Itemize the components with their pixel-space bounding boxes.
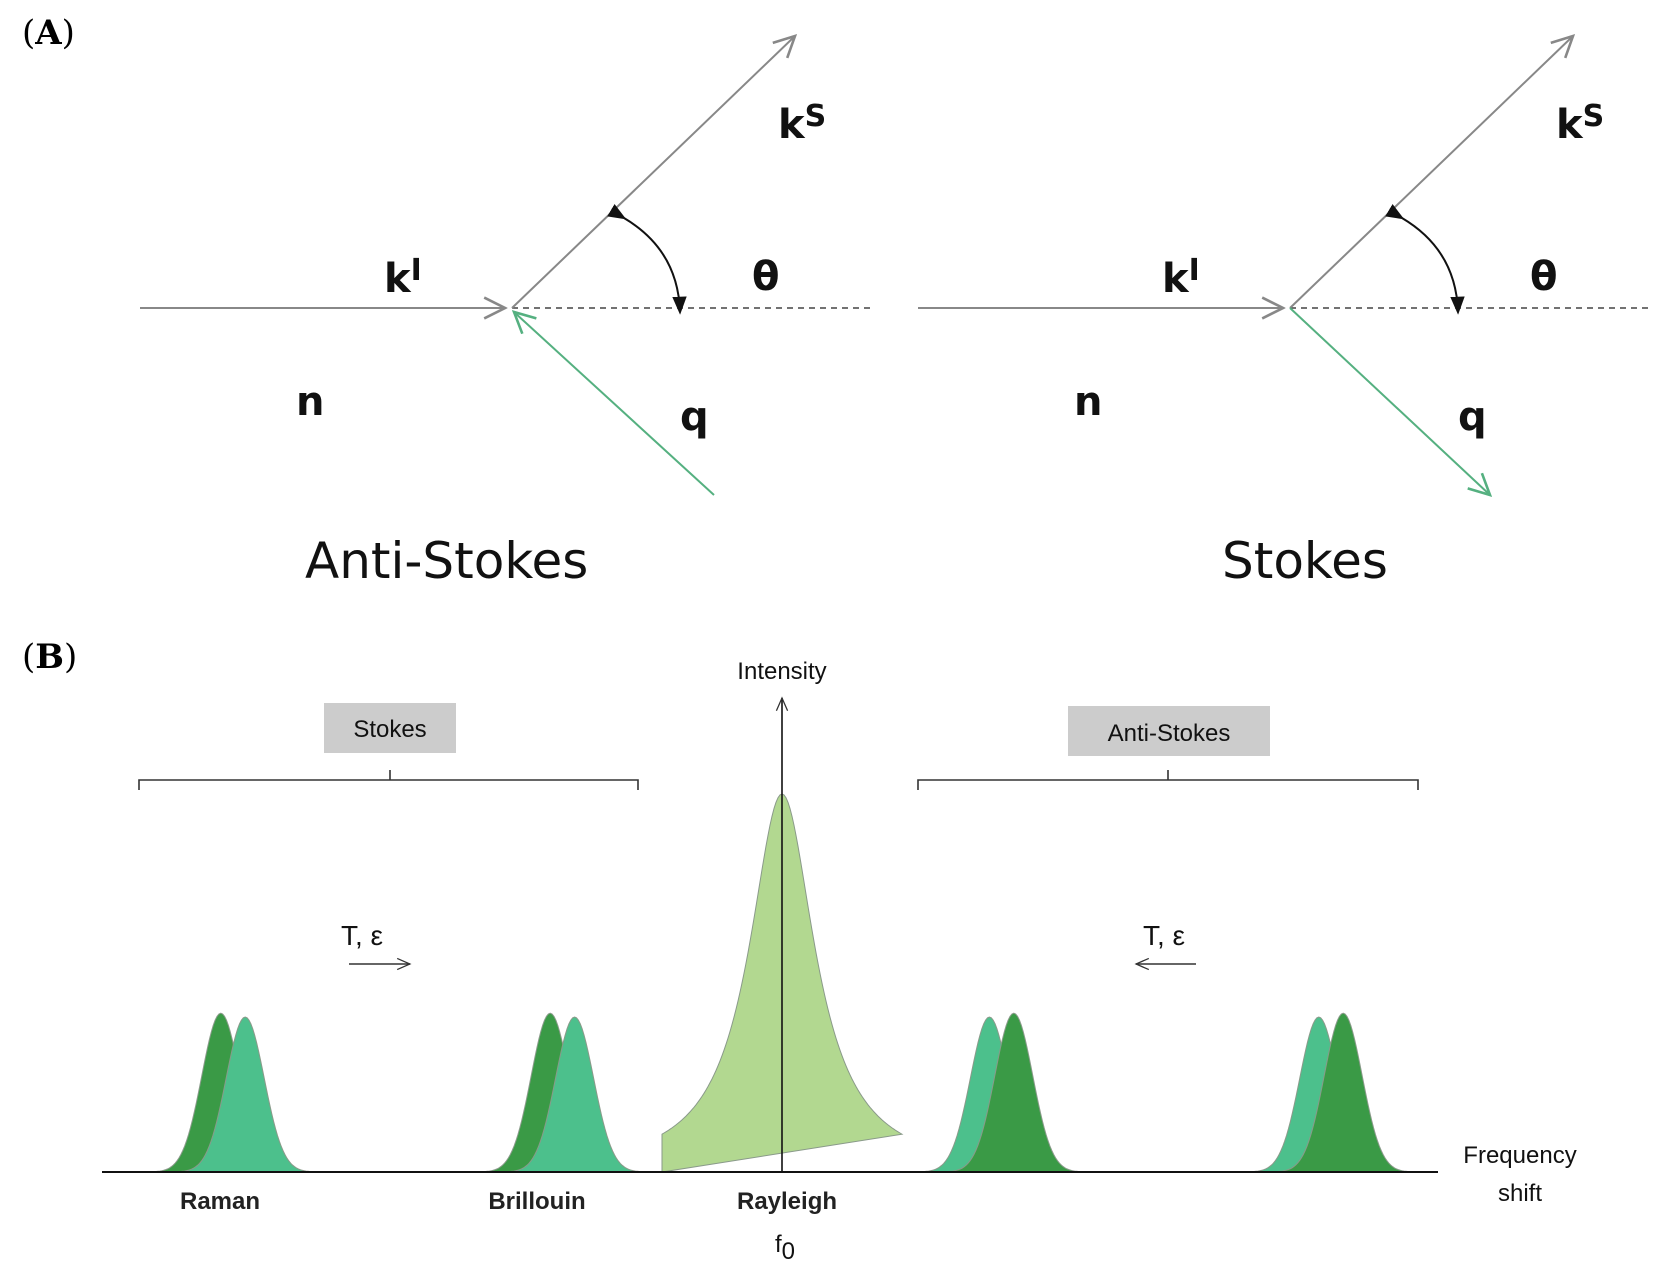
panel-b-label: (B) [22, 637, 77, 677]
theta-label: θ [752, 254, 779, 300]
panel-b: (B) Stokes Anti-Stokes T, ε T, ε Intensi… [22, 637, 1577, 1265]
scattered-wave-vector [511, 36, 795, 309]
theta-angle-arc [1385, 204, 1465, 315]
x-axis-label-line2: shift [1498, 1180, 1542, 1207]
stokes-box-label: Stokes [353, 716, 426, 743]
n-label: n [1074, 379, 1102, 425]
raman-stokes-peak-inner [165, 1016, 325, 1173]
stokes-bracket [138, 770, 639, 790]
scattered-wave-vector [1289, 36, 1573, 309]
anti-stokes-caption: Anti-Stokes [305, 532, 588, 590]
n-label: n [296, 379, 324, 425]
anti-stokes-bracket [917, 770, 1419, 790]
q-label: q [1458, 394, 1487, 440]
right-t-epsilon-label: T, ε [1143, 920, 1185, 951]
y-axis-label: Intensity [737, 658, 826, 685]
peak-label-rayleigh: Rayleigh [737, 1188, 837, 1215]
ks-label: kS [1556, 99, 1604, 148]
panel-a: (A) kS kI θ n q Anti-Stokes kS kI θ n [22, 13, 1650, 590]
brillouin-stokes-peak-inner [494, 1016, 655, 1173]
anti-stokes-diagram: kS kI θ n q Anti-Stokes [140, 36, 870, 590]
theta-label: θ [1530, 254, 1557, 300]
peak-label-raman: Raman [180, 1188, 260, 1215]
peak-label-brillouin: Brillouin [488, 1188, 585, 1215]
left-t-epsilon-label: T, ε [341, 920, 383, 951]
ki-label: kI [384, 253, 422, 302]
theta-angle-arc [607, 204, 687, 315]
stokes-diagram: kS kI θ n q Stokes [918, 36, 1650, 590]
ki-label: kI [1162, 253, 1200, 302]
f0-label: f0 [775, 1231, 795, 1265]
stokes-caption: Stokes [1222, 532, 1388, 590]
q-label: q [680, 394, 709, 440]
phonon-wave-vector [1289, 307, 1490, 495]
phonon-wave-vector [514, 312, 715, 496]
anti-stokes-box [1068, 706, 1270, 756]
x-axis-label-line1: Frequency [1463, 1142, 1576, 1169]
ks-label: kS [778, 99, 826, 148]
panel-a-label: (A) [22, 13, 75, 53]
raman-anti-stokes-peak-outer [1263, 1012, 1423, 1173]
stokes-box [324, 703, 456, 753]
brillouin-anti-stokes-peak-outer [934, 1012, 1094, 1173]
anti-stokes-box-label: Anti-Stokes [1108, 720, 1231, 747]
